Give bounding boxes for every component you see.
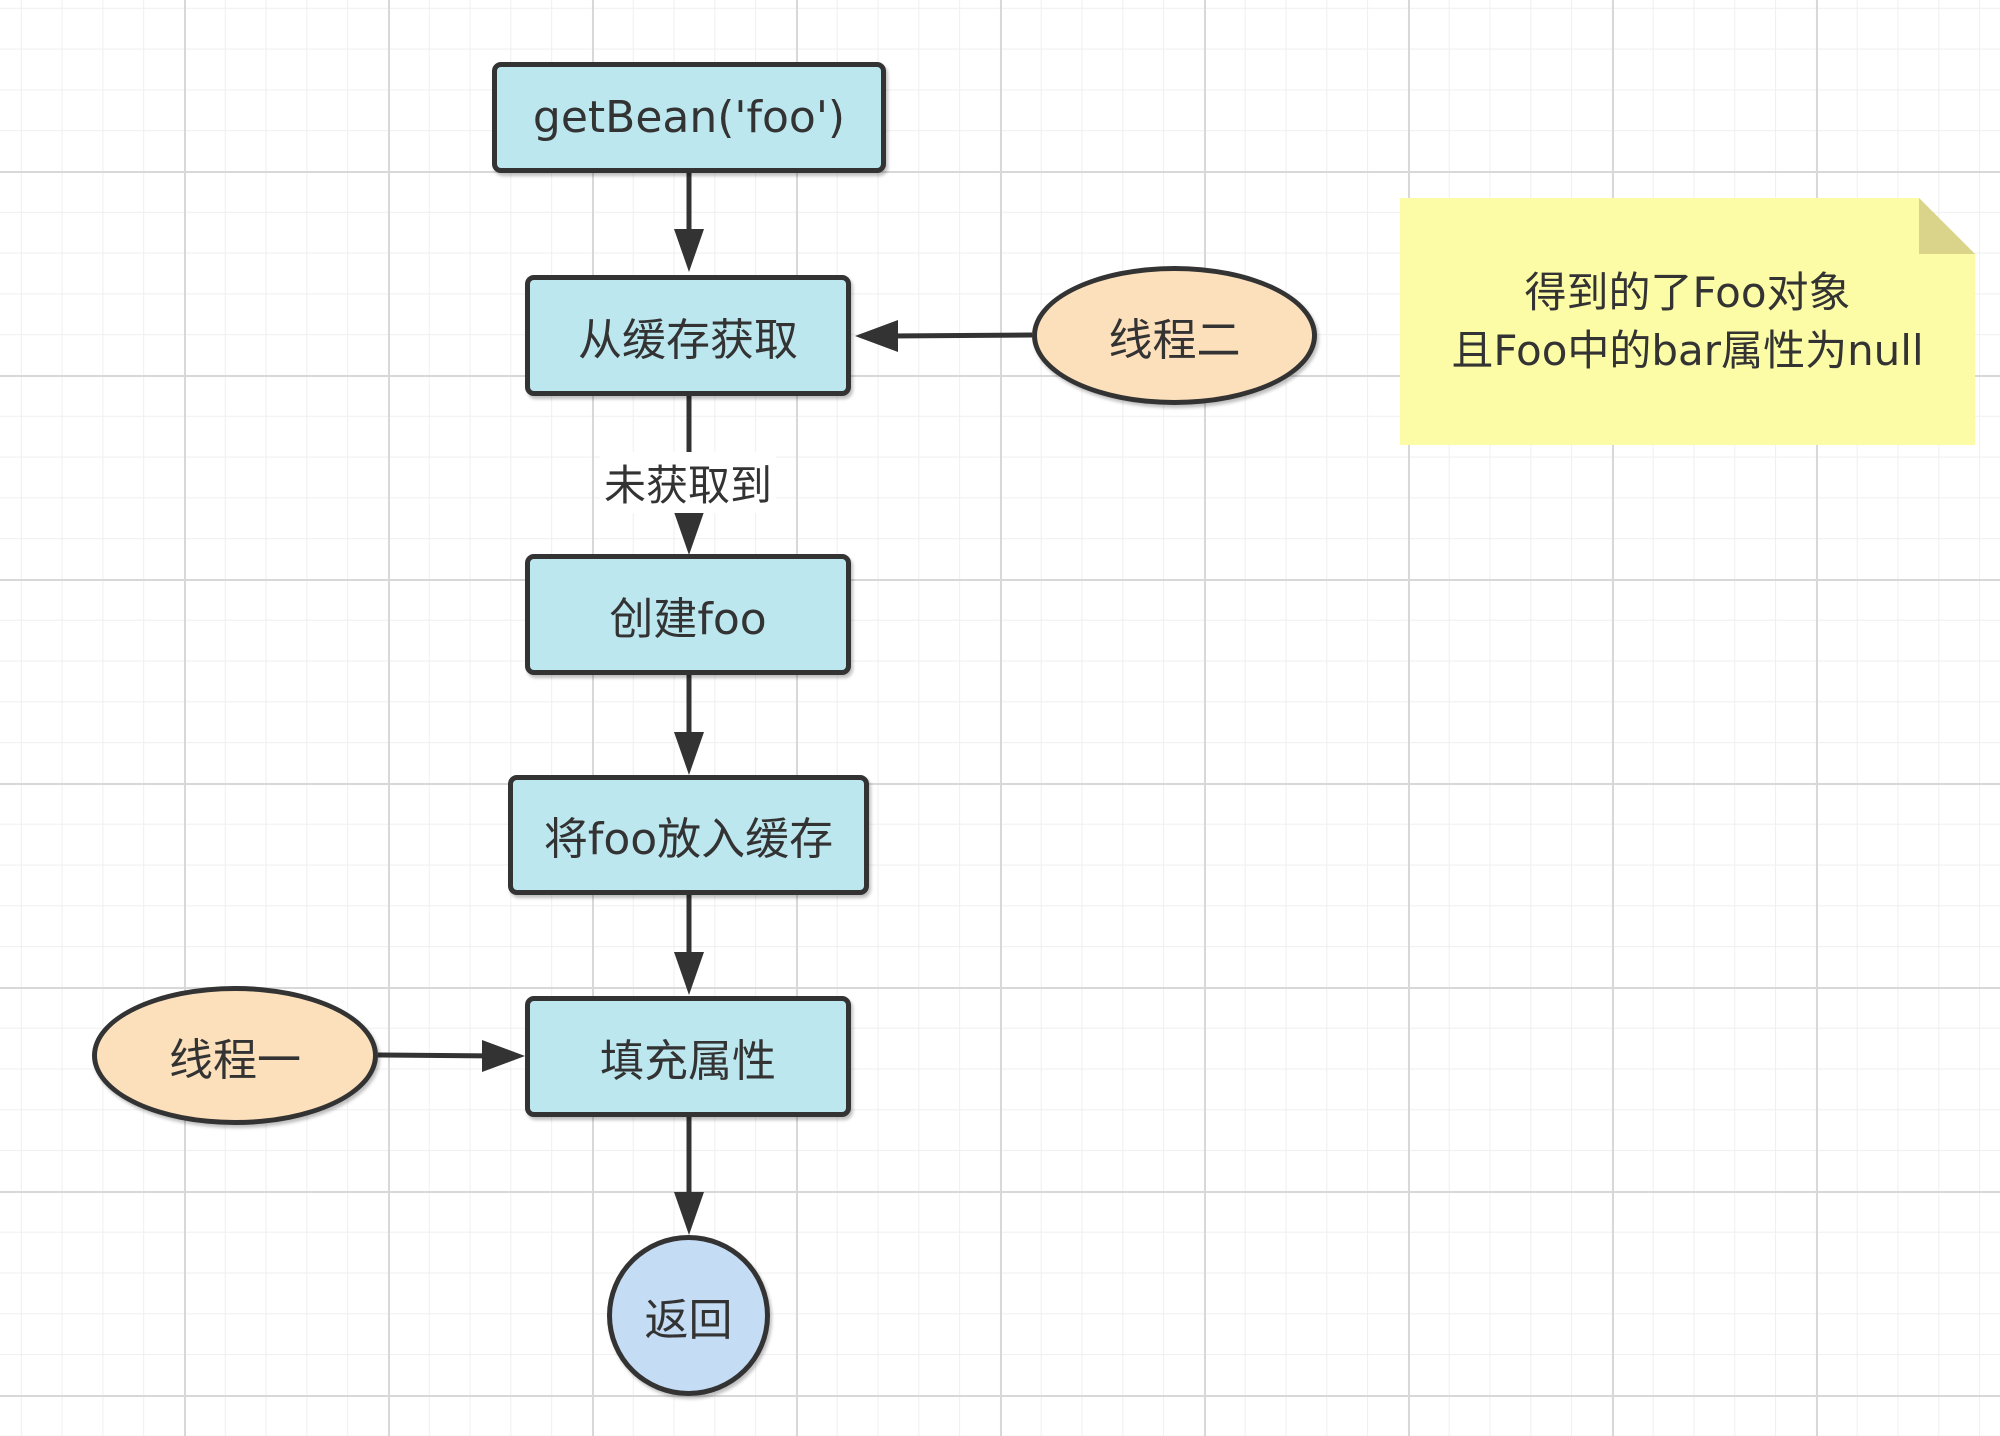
note-line-2: 且Foo中的bar属性为null xyxy=(1451,325,1924,375)
cache-get-label: 从缓存获取 xyxy=(578,314,798,366)
edge-fill-to-return xyxy=(674,1117,704,1235)
edge-create-to-put xyxy=(674,675,704,775)
thread-one-label: 线程一 xyxy=(169,1034,301,1086)
thread-two-node[interactable]: 线程二 xyxy=(1032,266,1317,405)
edge-thread-one-to-fill xyxy=(377,1040,525,1072)
put-cache-label: 将foo放入缓存 xyxy=(543,814,834,865)
sticky-note[interactable]: 得到的了Foo对象 且Foo中的bar属性为null xyxy=(1400,198,1975,445)
create-node[interactable]: 创建foo xyxy=(525,554,851,675)
cache-get-node[interactable]: 从缓存获取 xyxy=(525,275,851,396)
edge-put-to-fill xyxy=(674,895,704,995)
return-label: 返回 xyxy=(644,1294,733,1346)
sticky-note-shape xyxy=(1400,198,1975,445)
getbean-node[interactable]: getBean('foo') xyxy=(492,62,886,173)
create-label: 创建foo xyxy=(609,593,767,645)
thread-two-label: 线程二 xyxy=(1108,314,1241,366)
sticky-note-text: 得到的了Foo对象 且Foo中的bar属性为null xyxy=(1400,198,1975,445)
note-line-1: 得到的了Foo对象 xyxy=(1524,267,1851,317)
fill-attributes-node[interactable]: 填充属性 xyxy=(525,996,851,1117)
thread-one-node[interactable]: 线程一 xyxy=(92,986,378,1125)
getbean-label: getBean('foo') xyxy=(532,92,846,143)
fill-attributes-label: 填充属性 xyxy=(600,1035,776,1087)
edge-getbean-to-cache xyxy=(674,173,704,272)
return-node[interactable]: 返回 xyxy=(607,1235,770,1396)
edge-label-not-found: 未获取到 xyxy=(600,452,777,513)
edge-thread-two-to-cache xyxy=(855,320,1033,352)
put-cache-node[interactable]: 将foo放入缓存 xyxy=(508,775,869,895)
